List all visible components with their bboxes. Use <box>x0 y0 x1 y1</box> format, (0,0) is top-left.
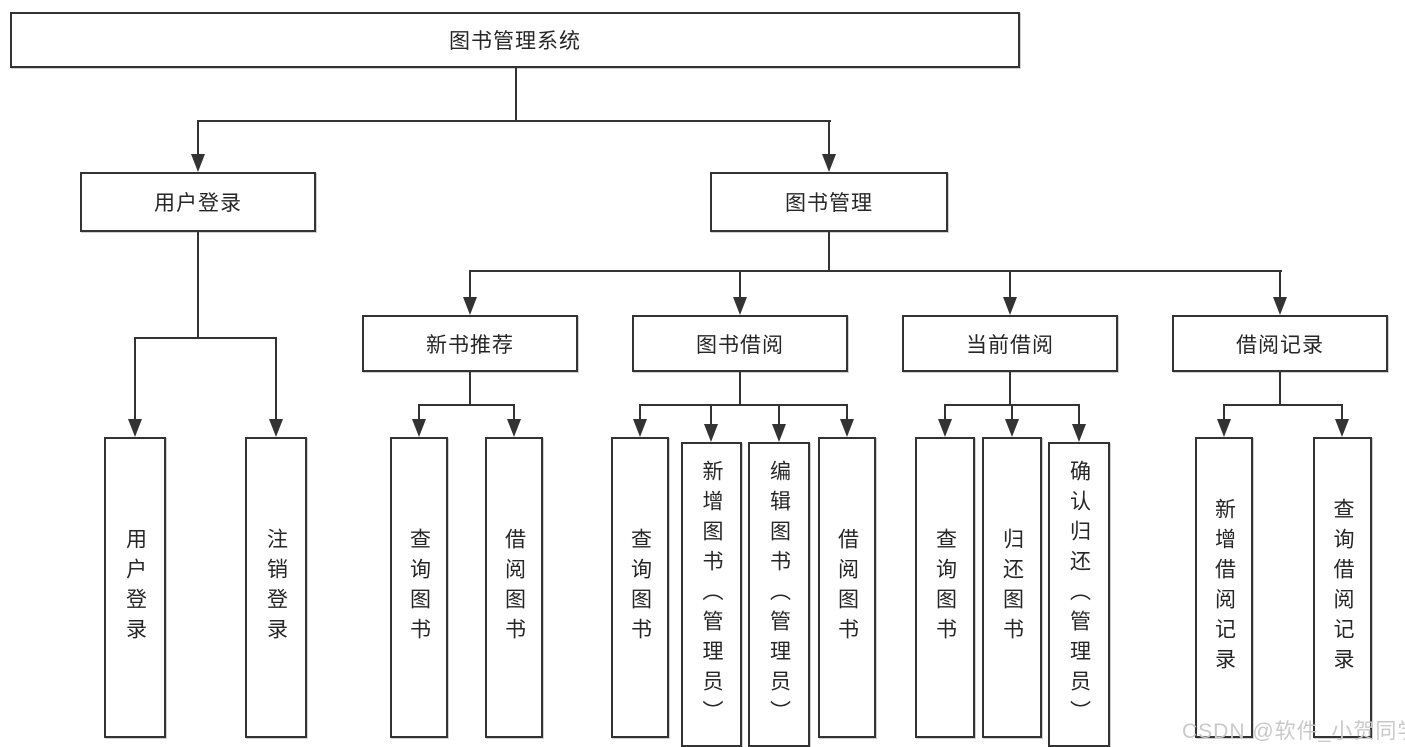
csdn-watermark: CSDN @软件_小贺同学 <box>1182 720 1405 743</box>
arrowhead <box>822 154 836 172</box>
connector <box>944 404 946 419</box>
arrowhead <box>269 419 283 437</box>
arrowhead <box>704 424 718 442</box>
connector <box>1279 372 1281 404</box>
arrowhead <box>128 419 142 437</box>
connector <box>1223 404 1343 406</box>
connector <box>1009 372 1011 404</box>
connector <box>739 372 741 404</box>
connector <box>710 404 712 424</box>
connector <box>639 404 641 419</box>
arrowhead <box>633 419 647 437</box>
arrowhead <box>191 154 205 172</box>
connector <box>828 232 830 270</box>
connector <box>639 404 848 406</box>
connector <box>1341 404 1343 419</box>
connector <box>197 232 199 337</box>
arrowhead <box>1217 419 1231 437</box>
connector <box>197 120 831 122</box>
arrowhead <box>1003 297 1017 315</box>
leaf-query-books-borrowing: 查询图书 <box>611 437 669 738</box>
arrowhead <box>1335 419 1349 437</box>
leaf-query-books-recommendation: 查询图书 <box>390 437 448 738</box>
connector <box>846 404 848 419</box>
node-book-management: 图书管理 <box>710 172 948 232</box>
node-new-book-recommendation: 新书推荐 <box>362 315 578 372</box>
connector <box>1009 270 1011 297</box>
arrowhead <box>772 424 786 442</box>
connector <box>739 270 741 297</box>
connector <box>1279 270 1281 297</box>
leaf-add-borrowing-record: 新增借阅记录 <box>1195 437 1253 738</box>
leaf-return-books: 归还图书 <box>982 437 1042 738</box>
connector <box>469 270 1282 272</box>
leaf-edit-books-admin: 编辑图书（管理员） <box>748 442 810 747</box>
connector <box>513 404 515 419</box>
arrowhead <box>412 419 426 437</box>
arrowhead <box>1072 424 1086 442</box>
leaf-query-borrowing-record: 查询借阅记录 <box>1313 437 1372 738</box>
connector <box>469 270 471 297</box>
connector <box>418 404 515 406</box>
arrowhead <box>1273 297 1287 315</box>
arrowhead <box>938 419 952 437</box>
connector <box>134 337 277 339</box>
connector <box>1011 404 1013 419</box>
leaf-add-books-admin: 新增图书（管理员） <box>681 442 742 747</box>
leaf-confirm-return-admin: 确认归还（管理员） <box>1048 442 1110 747</box>
leaf-logout: 注销登录 <box>245 437 307 738</box>
connector <box>1223 404 1225 419</box>
connector <box>778 404 780 424</box>
arrowhead <box>507 419 521 437</box>
arrowhead <box>1005 419 1019 437</box>
connector <box>275 337 277 421</box>
arrowhead <box>463 297 477 315</box>
connector <box>197 120 199 156</box>
connector <box>134 337 136 421</box>
leaf-borrow-books-recommendation: 借阅图书 <box>485 437 543 738</box>
node-user-login: 用户登录 <box>80 172 316 232</box>
node-current-borrowing: 当前借阅 <box>902 315 1118 372</box>
arrowhead <box>733 297 747 315</box>
connector <box>828 120 830 156</box>
connector <box>469 372 471 404</box>
connector <box>515 68 517 120</box>
node-library-management-system: 图书管理系统 <box>10 12 1020 68</box>
connector <box>418 404 420 419</box>
arrowhead <box>840 419 854 437</box>
leaf-query-books-current: 查询图书 <box>915 437 975 738</box>
node-borrowing-records: 借阅记录 <box>1172 315 1388 372</box>
leaf-borrow-books-borrowing: 借阅图书 <box>818 437 876 738</box>
leaf-user-login: 用户登录 <box>104 437 166 738</box>
node-book-borrowing: 图书借阅 <box>632 315 848 372</box>
connector <box>1078 404 1080 424</box>
